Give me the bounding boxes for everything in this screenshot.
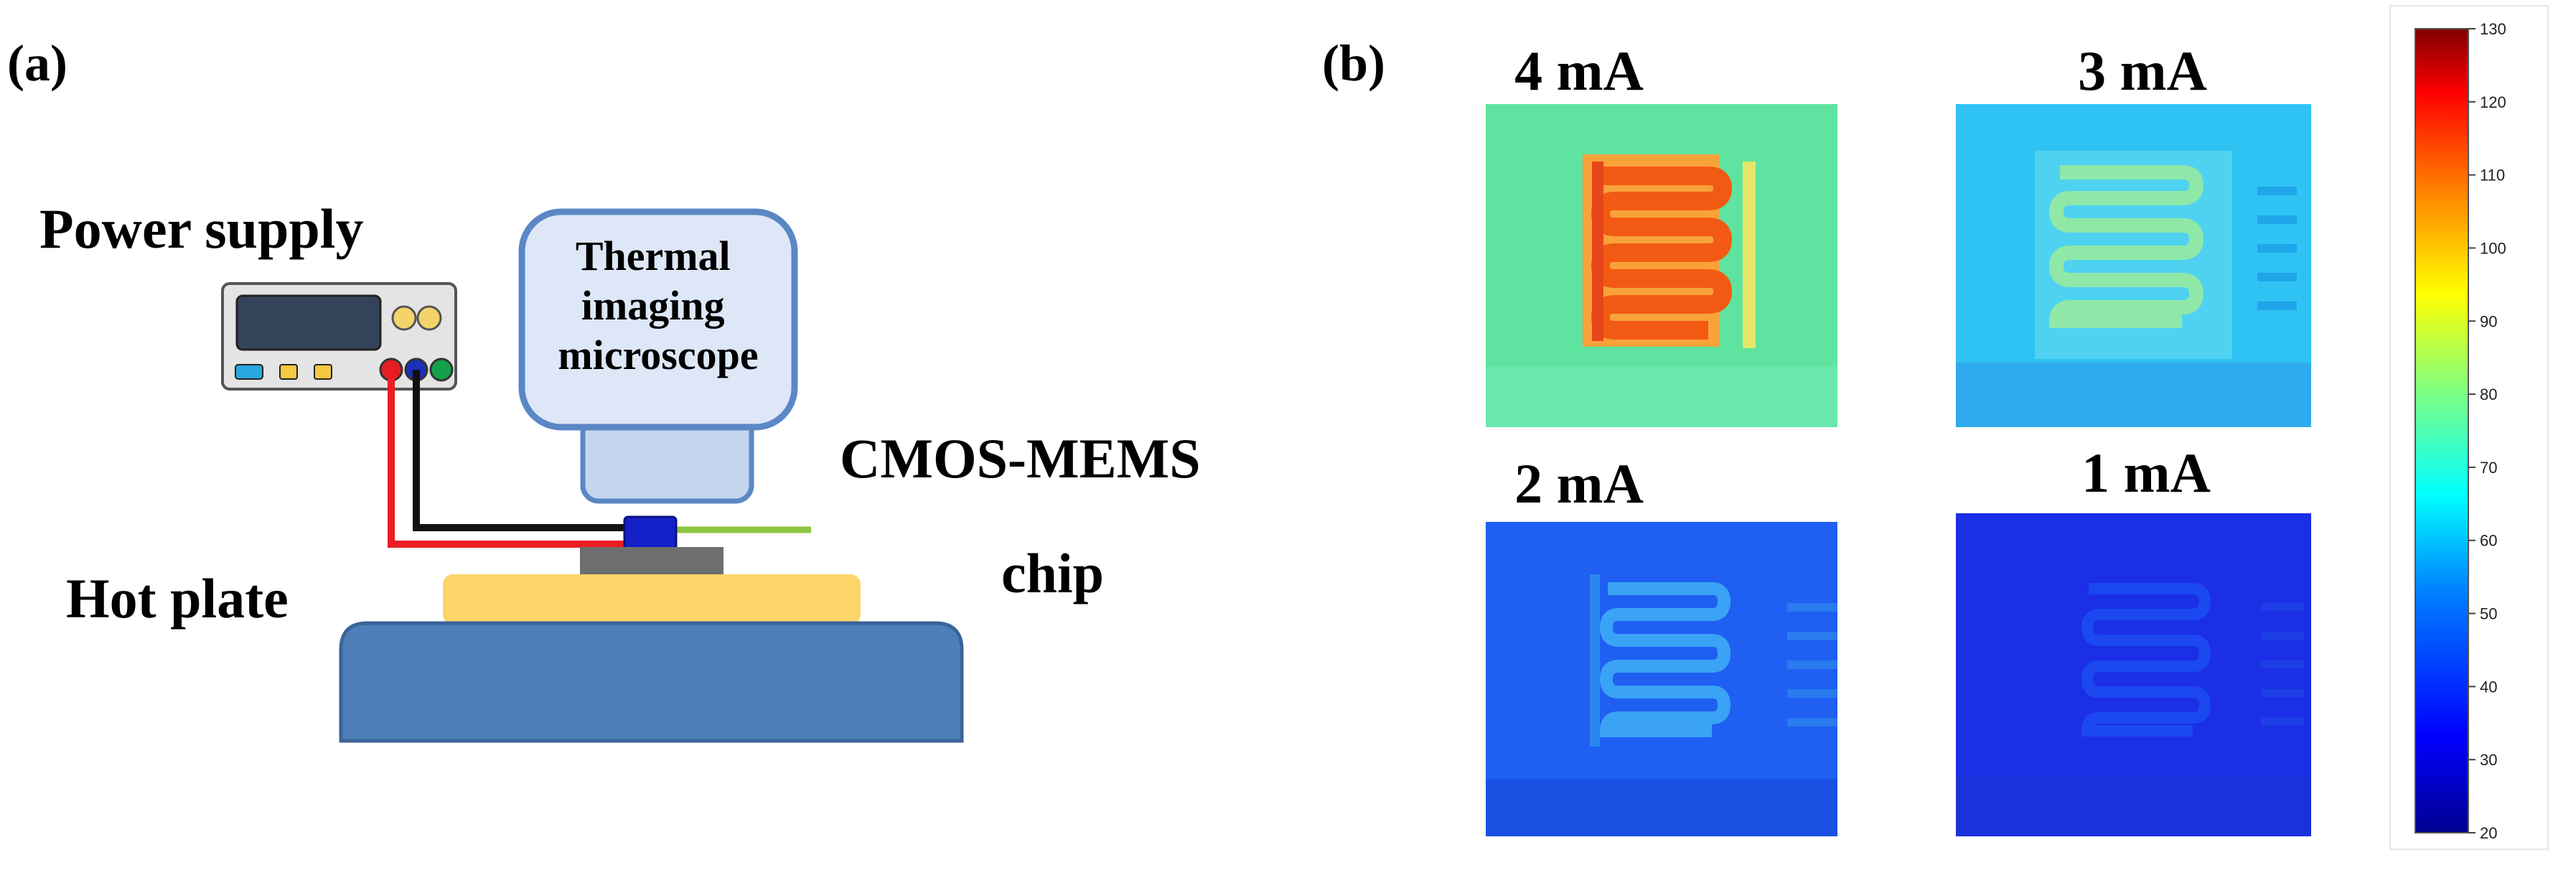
serpentine-heater [2048,165,2204,328]
panel-b-label: (b) [1322,34,1385,92]
thermal-image-2ma: 2 mA [1486,452,1837,836]
power-supply-display [235,294,382,351]
colorbar-tick-label: 50 [2480,605,2497,623]
microscope-body [518,208,798,431]
thermal-image-substrate [1486,779,1837,836]
microscope-label-line: microscope [558,332,758,378]
cmos-mems-label: CMOS-MEMS [840,427,1201,490]
colorbar-tick-label: 110 [2480,167,2505,184]
colorbar-tick-label: 40 [2480,678,2497,696]
thermal-image-label: 2 mA [1514,452,1644,515]
chip-label: chip [1001,542,1104,604]
serpentine-heater [1591,167,1733,340]
colorbar-tick-label: 60 [2480,532,2497,550]
heater-frame [1590,574,1600,747]
svg-text:Thermal imaging: Thermal imaging microscope [558,233,758,378]
thermal-image-substrate [1956,775,2311,836]
colorbar-tick-label: 100 [2480,239,2506,257]
thermal-image-label: 4 mA [1514,39,1644,102]
colorbar-tick-label: 70 [2480,459,2497,477]
colorbar-tick-label: 130 [2480,20,2506,38]
colorbar-gradient [2415,28,2469,833]
thermal-image-label: 3 mA [2078,39,2207,102]
side-traces [1787,603,1837,727]
colorbar-tick-label: 20 [2480,824,2497,842]
colorbar-ticks: 130 120 110 100 90 80 70 60 50 40 30 20 [2468,20,2506,842]
side-trace [1743,162,1756,348]
ground-terminal [429,358,454,382]
side-traces [2261,603,2304,726]
panel-a-label: (a) [7,34,67,92]
colorbar: 130 120 110 100 90 80 70 60 50 40 30 20 [2389,5,2549,850]
power-supply-button [279,364,298,380]
power-supply-label: Power supply [39,197,363,260]
cmos-mems-chip [623,515,678,551]
colorbar-tick-label: 120 [2480,93,2506,111]
thermal-image-substrate [1486,366,1837,427]
colorbar-tick-label: 80 [2480,386,2497,403]
thermal-image-3ma: 3 mA [1956,39,2311,427]
thermal-imaging-microscope: Thermal imaging microscope [518,208,798,504]
heater-edge [1592,162,1603,341]
microscope-label-line: imaging [581,282,725,329]
power-supply-knob [391,305,417,331]
power-supply-knob [416,305,442,331]
hot-plate-label: Hot plate [66,567,289,630]
serpentine-heater [2081,583,2211,737]
hot-plate-surface [443,574,861,625]
power-supply-unit [221,282,457,391]
colorbar-tick-label: 30 [2480,751,2497,769]
black-wire [413,370,632,531]
side-traces [2257,187,2297,310]
power-supply-button [314,364,332,380]
thermal-image-1ma: 1 mA [1956,442,2311,836]
red-wire [388,370,632,548]
thermal-image-substrate [1956,363,2311,427]
thermal-image-label: 1 mA [2081,442,2211,504]
power-supply-button [235,364,263,380]
microscope-label-line: Thermal [576,233,731,279]
colorbar-tick-label: 90 [2480,312,2497,330]
hot-plate-base [339,621,964,743]
serpentine-heater [1599,582,1731,737]
panel-b: (b) 4 mA 3 mA [1322,5,2549,850]
thermal-image-4ma: 4 mA [1486,39,1837,427]
panel-a: (a) Power supply Thermal imaging [7,34,1201,743]
chip-holder [580,547,723,576]
